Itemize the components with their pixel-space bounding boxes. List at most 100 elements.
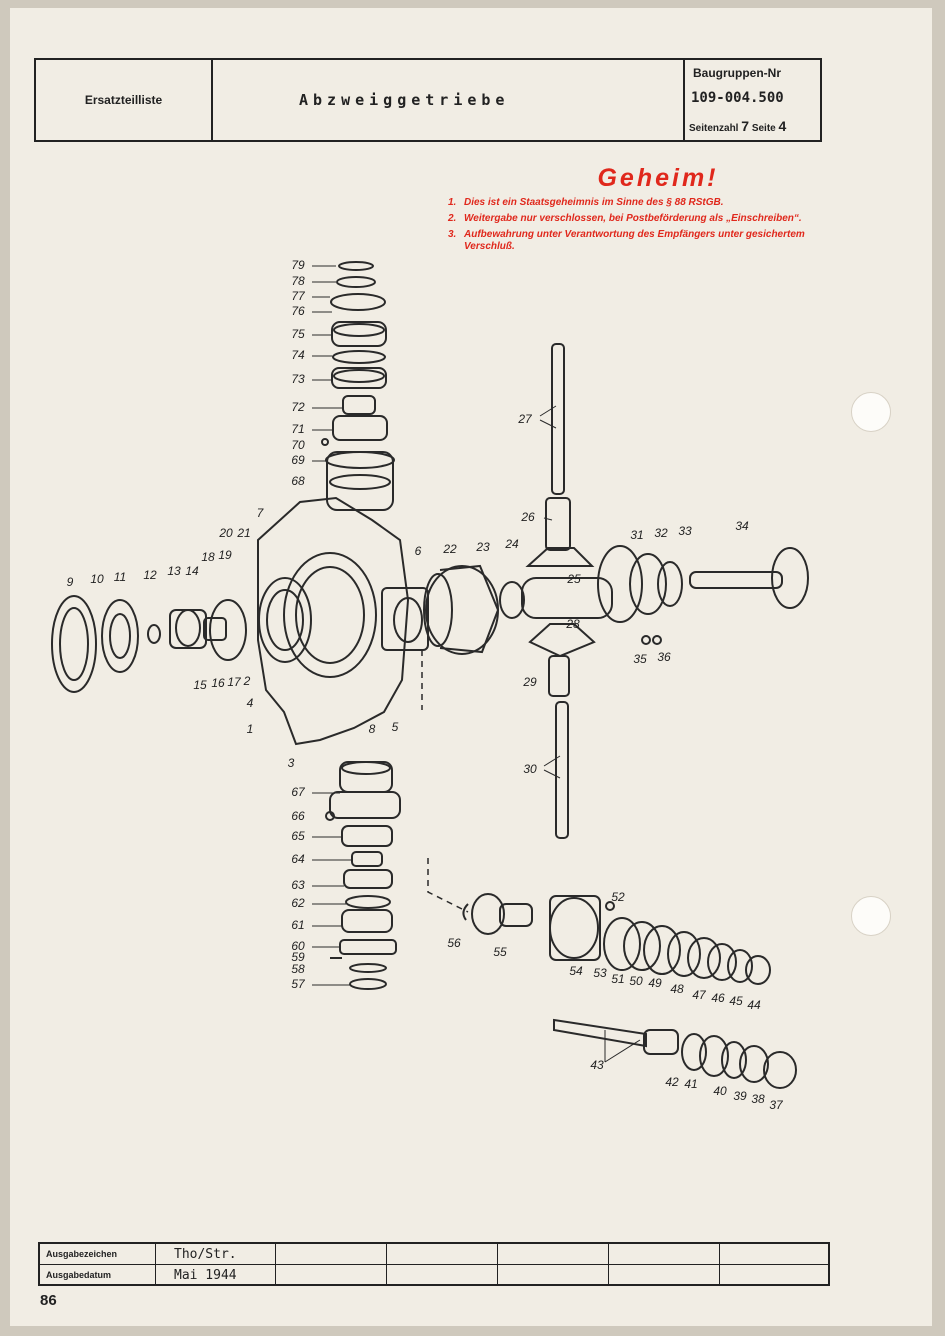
part-callout-13: 13 xyxy=(167,564,181,578)
footer-cell xyxy=(276,1265,387,1285)
document-sheet xyxy=(10,8,932,1326)
punch-hole xyxy=(851,392,891,432)
part-callout-22: 22 xyxy=(442,542,457,556)
footer-cell xyxy=(387,1265,498,1285)
part-callout-53: 53 xyxy=(593,966,607,980)
secret-item-text: Aufbewahrung unter Verantwortung des Emp… xyxy=(464,229,805,252)
issue-date: Mai 1944 xyxy=(156,1265,276,1285)
part-callout-63: 63 xyxy=(291,878,305,892)
secret-item: 2. Weitergabe nur verschlossen, bei Postb… xyxy=(448,213,828,225)
document-title: Abzweiggetriebe xyxy=(213,60,685,140)
part-callout-75: 75 xyxy=(291,327,305,341)
page-number: 86 xyxy=(40,1292,57,1309)
part-callout-6: 6 xyxy=(415,544,422,558)
part-callout-45: 45 xyxy=(729,994,743,1008)
part-callout-67: 67 xyxy=(291,785,306,799)
part-callout-39: 39 xyxy=(733,1089,747,1103)
footer-table: Ausgabezeichen Tho/Str. Ausgabedatum Mai… xyxy=(38,1242,830,1286)
secret-item-number: 3. xyxy=(448,229,457,240)
part-callout-25: 25 xyxy=(566,572,581,586)
footer-row: Ausgabedatum Mai 1944 xyxy=(40,1265,828,1285)
page-count: 7 xyxy=(741,118,750,134)
part-callout-50: 50 xyxy=(629,974,643,988)
part-callout-30: 30 xyxy=(523,762,537,776)
punch-hole xyxy=(851,896,891,936)
part-callout-40: 40 xyxy=(713,1084,727,1098)
part-callout-43: 43 xyxy=(590,1058,604,1072)
assembly-lines xyxy=(421,650,469,913)
issue-mark: Tho/Str. xyxy=(156,1244,276,1264)
part-callout-9: 9 xyxy=(67,575,74,589)
part-callout-60: 60 xyxy=(291,939,305,953)
leader-lines xyxy=(312,265,641,1063)
part-callout-36: 36 xyxy=(657,650,671,664)
issue-mark-label: Ausgabezeichen xyxy=(40,1244,156,1264)
part-callout-41: 41 xyxy=(684,1077,697,1091)
footer-cell xyxy=(498,1244,609,1264)
part-callout-1: 1 xyxy=(247,722,254,736)
part-callout-37: 37 xyxy=(769,1098,784,1112)
footer-cell xyxy=(387,1244,498,1264)
part-callout-18: 18 xyxy=(201,550,215,564)
part-callout-26: 26 xyxy=(520,510,535,524)
part-callout-3: 3 xyxy=(288,756,295,770)
secret-item: 1. Dies ist ein Staatsgeheimnis im Sinne … xyxy=(448,197,828,209)
secret-list: 1. Dies ist ein Staatsgeheimnis im Sinne … xyxy=(448,197,828,253)
issue-date-label: Ausgabedatum xyxy=(40,1265,156,1285)
parts-list-label: Ersatzteilliste xyxy=(36,60,213,140)
part-callout-71: 71 xyxy=(291,422,304,436)
part-callout-10: 10 xyxy=(90,572,104,586)
page-value: 4 xyxy=(778,118,787,134)
part-callout-68: 68 xyxy=(291,474,305,488)
part-callout-59: 59 xyxy=(291,950,305,964)
secret-notice: Geheim! 1. Dies ist ein Staatsgeheimnis i… xyxy=(448,164,828,257)
part-callout-66: 66 xyxy=(291,809,305,823)
part-callout-44: 44 xyxy=(747,998,761,1012)
footer-cell xyxy=(720,1244,828,1264)
part-callout-15: 15 xyxy=(193,678,207,692)
part-callout-8: 8 xyxy=(369,722,376,736)
footer-cell xyxy=(276,1244,387,1264)
part-callout-20: 20 xyxy=(218,526,233,540)
part-callout-34: 34 xyxy=(735,519,749,533)
part-callout-79: 79 xyxy=(291,258,305,272)
part-callout-51: 51 xyxy=(611,972,624,986)
page-info: Seitenzahl 7 Seite 4 xyxy=(689,118,786,134)
part-callout-21: 21 xyxy=(236,526,250,540)
part-callout-5: 5 xyxy=(392,720,399,734)
part-callout-56: 56 xyxy=(447,936,461,950)
part-callout-29: 29 xyxy=(522,675,537,689)
part-callout-77: 77 xyxy=(291,289,306,303)
secret-title: Geheim! xyxy=(597,164,719,192)
part-callout-54: 54 xyxy=(569,964,583,978)
part-callout-31: 31 xyxy=(630,528,643,542)
drawing-parts xyxy=(51,261,809,1089)
part-callout-69: 69 xyxy=(291,453,305,467)
part-callout-46: 46 xyxy=(711,991,725,1005)
part-callout-49: 49 xyxy=(648,976,662,990)
part-callout-65: 65 xyxy=(291,829,305,843)
part-callout-17: 17 xyxy=(227,675,242,689)
group-number-label: Baugruppen-Nr xyxy=(693,66,781,80)
part-callout-57: 57 xyxy=(291,977,306,991)
part-callout-76: 76 xyxy=(291,304,305,318)
part-callout-14: 14 xyxy=(185,564,199,578)
part-callout-47: 47 xyxy=(692,988,707,1002)
part-callout-64: 64 xyxy=(291,852,305,866)
part-callout-19: 19 xyxy=(218,548,232,562)
part-callout-42: 42 xyxy=(665,1075,679,1089)
group-number: 109-004.500 xyxy=(691,90,784,106)
header-table: Ersatzteilliste Abzweiggetriebe Baugrupp… xyxy=(34,58,822,142)
secret-item-text: Dies ist ein Staatsgeheimnis im Sinne de… xyxy=(464,197,724,208)
part-callout-38: 38 xyxy=(751,1092,765,1106)
part-callout-35: 35 xyxy=(633,652,647,666)
part-callout-28: 28 xyxy=(565,617,580,631)
part-callout-70: 70 xyxy=(291,438,305,452)
secret-item-number: 2. xyxy=(448,213,457,224)
secret-item-text: Weitergabe nur verschlossen, bei Postbef… xyxy=(464,213,802,224)
footer-row: Ausgabezeichen Tho/Str. xyxy=(40,1244,828,1265)
part-callout-78: 78 xyxy=(291,274,305,288)
secret-item-number: 1. xyxy=(448,197,457,208)
part-callout-16: 16 xyxy=(211,676,225,690)
